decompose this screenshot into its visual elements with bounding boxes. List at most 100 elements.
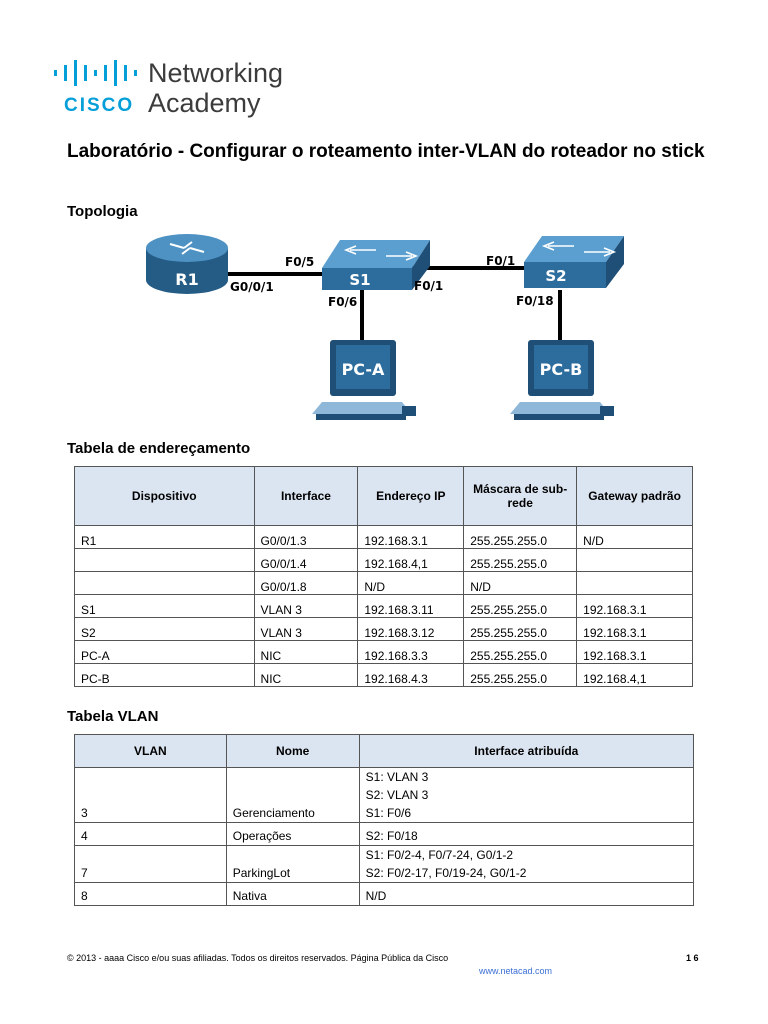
table-cell: NIC [253,663,359,687]
table-header-row: Dispositivo Interface Endereço IP Máscar… [74,466,693,526]
interface-line: N/D [365,889,387,903]
table-row: 3 Gerenciamento S1: VLAN 3 S2: VLAN 3 S1… [74,767,695,823]
section-heading-topology: Topologia [67,203,138,220]
table-row: PC-B NIC 192.168.4.3 255.255.255.0 192.1… [74,663,693,687]
logo-networking-text: Networking [148,58,283,88]
table-cell: ParkingLot [225,845,360,883]
port-label-s2-f018: F0/18 [516,294,554,308]
table-row: S2 VLAN 3 192.168.3.12 255.255.255.0 192… [74,617,693,641]
table-cell: NIC [253,640,359,664]
table-row: PC-A NIC 192.168.3.3 255.255.255.0 192.1… [74,640,693,664]
page-number: 1 6 [686,953,699,963]
table-cell: N/D [576,525,693,549]
table-cell: 192.168.3.3 [357,640,465,664]
column-header: Interface [253,466,359,526]
table-cell: 255.255.255.0 [463,525,578,549]
table-cell: N/D [463,571,578,595]
table-cell [74,548,255,572]
switch-s2-icon: S2 [524,236,624,288]
table-cell: 192.168.3.11 [357,594,465,618]
table-cell: S1 [74,594,255,618]
column-header: Máscara de sub-rede [463,466,578,526]
footer-netacad-link[interactable]: www.netacad.com [479,966,553,976]
table-cell: 255.255.255.0 [463,617,578,641]
pc-a-icon: PC-A [312,340,416,420]
interface-line: S1: VLAN 3 [365,770,429,784]
column-header: Gateway padrão [576,466,693,526]
interface-line: S2: VLAN 3 [365,788,429,802]
column-header: Nome [225,734,360,768]
table-row: 4 Operações S2: F0/18 [74,822,695,846]
column-header: Endereço IP [357,466,465,526]
table-cell: 192.168.3.12 [357,617,465,641]
device-label-r1: R1 [175,270,198,289]
table-cell: 255.255.255.0 [463,663,578,687]
topology-diagram: R1 S1 S2 PC-A [140,228,640,428]
table-cell: S1: VLAN 3 S2: VLAN 3 S1: F0/6 [358,767,695,823]
column-header: VLAN [74,734,227,768]
port-label-s1-f01: F0/1 [414,279,443,293]
table-cell: Gerenciamento [225,767,360,823]
table-cell: G0/0/1.3 [253,525,359,549]
table-cell: 3 [74,767,227,823]
switch-s1-icon: S1 [322,240,430,290]
addressing-table: Dispositivo Interface Endereço IP Máscar… [74,466,693,687]
port-label-s1-f05: F0/5 [285,255,314,269]
interface-line: S1: F0/6 [365,806,411,820]
table-row: 8 Nativa N/D [74,882,695,906]
interface-line: S2: F0/2-17, F0/19-24, G0/1-2 [365,866,527,880]
table-cell: S2: F0/18 [358,822,695,846]
table-cell: Operações [225,822,360,846]
pc-b-icon: PC-B [510,340,614,420]
device-label-s2: S2 [545,267,566,285]
table-cell: G0/0/1.4 [253,548,359,572]
router-r1-icon: R1 [146,234,228,294]
table-cell: 192.168.3.1 [357,525,465,549]
cisco-networking-academy-logo: Networking CISCO Academy [50,56,310,122]
table-row: S1 VLAN 3 192.168.3.11 255.255.255.0 192… [74,594,693,618]
table-cell: S1: F0/2-4, F0/7-24, G0/1-2 S2: F0/2-17,… [358,845,695,883]
table-cell: 255.255.255.0 [463,594,578,618]
table-cell: 255.255.255.0 [463,548,578,572]
table-cell: 192.168.4.3 [357,663,465,687]
table-cell: S2 [74,617,255,641]
table-cell [576,548,693,572]
table-cell: 192.168.3.1 [576,640,693,664]
port-label-r1-g001: G0/0/1 [230,280,274,294]
table-cell: 192.168.3.1 [576,617,693,641]
footer-copyright: © 2013 - aaaa Cisco e/ou suas afiliadas.… [67,953,449,963]
interface-line: S1: F0/2-4, F0/7-24, G0/1-2 [365,848,514,862]
device-label-pca: PC-A [342,360,385,379]
table-cell: VLAN 3 [253,617,359,641]
table-cell: 4 [74,822,227,846]
table-cell [576,571,693,595]
table-header-row: VLAN Nome Interface atribuída [74,734,695,768]
interface-line: S2: F0/18 [365,829,418,843]
column-header: Dispositivo [74,466,255,526]
table-cell: 8 [74,882,227,906]
section-heading-addressing: Tabela de endereçamento [67,440,251,457]
table-cell: G0/0/1.8 [253,571,359,595]
table-cell: VLAN 3 [253,594,359,618]
column-header: Interface atribuída [358,734,695,768]
table-cell [74,571,255,595]
cisco-bars-icon [54,60,137,86]
table-cell: Nativa [225,882,360,906]
table-cell: 192.168.3.1 [576,594,693,618]
logo-academy-text: Academy [148,88,261,118]
table-cell: PC-B [74,663,255,687]
table-row: R1 G0/0/1.3 192.168.3.1 255.255.255.0 N/… [74,525,693,549]
device-label-pcb: PC-B [540,360,583,379]
table-cell: 192.168.4,1 [576,663,693,687]
table-cell: 7 [74,845,227,883]
table-cell: 255.255.255.0 [463,640,578,664]
vlan-table: VLAN Nome Interface atribuída 3 Gerencia… [74,734,695,906]
page-title: Laboratório - Configurar o roteamento in… [67,141,705,162]
table-row: 7 ParkingLot S1: F0/2-4, F0/7-24, G0/1-2… [74,845,695,883]
table-cell: N/D [358,882,695,906]
table-row: G0/0/1.4 192.168.4,1 255.255.255.0 [74,548,693,572]
table-cell: R1 [74,525,255,549]
section-heading-vlan: Tabela VLAN [67,708,159,725]
device-label-s1: S1 [349,271,370,289]
table-cell: N/D [357,571,465,595]
